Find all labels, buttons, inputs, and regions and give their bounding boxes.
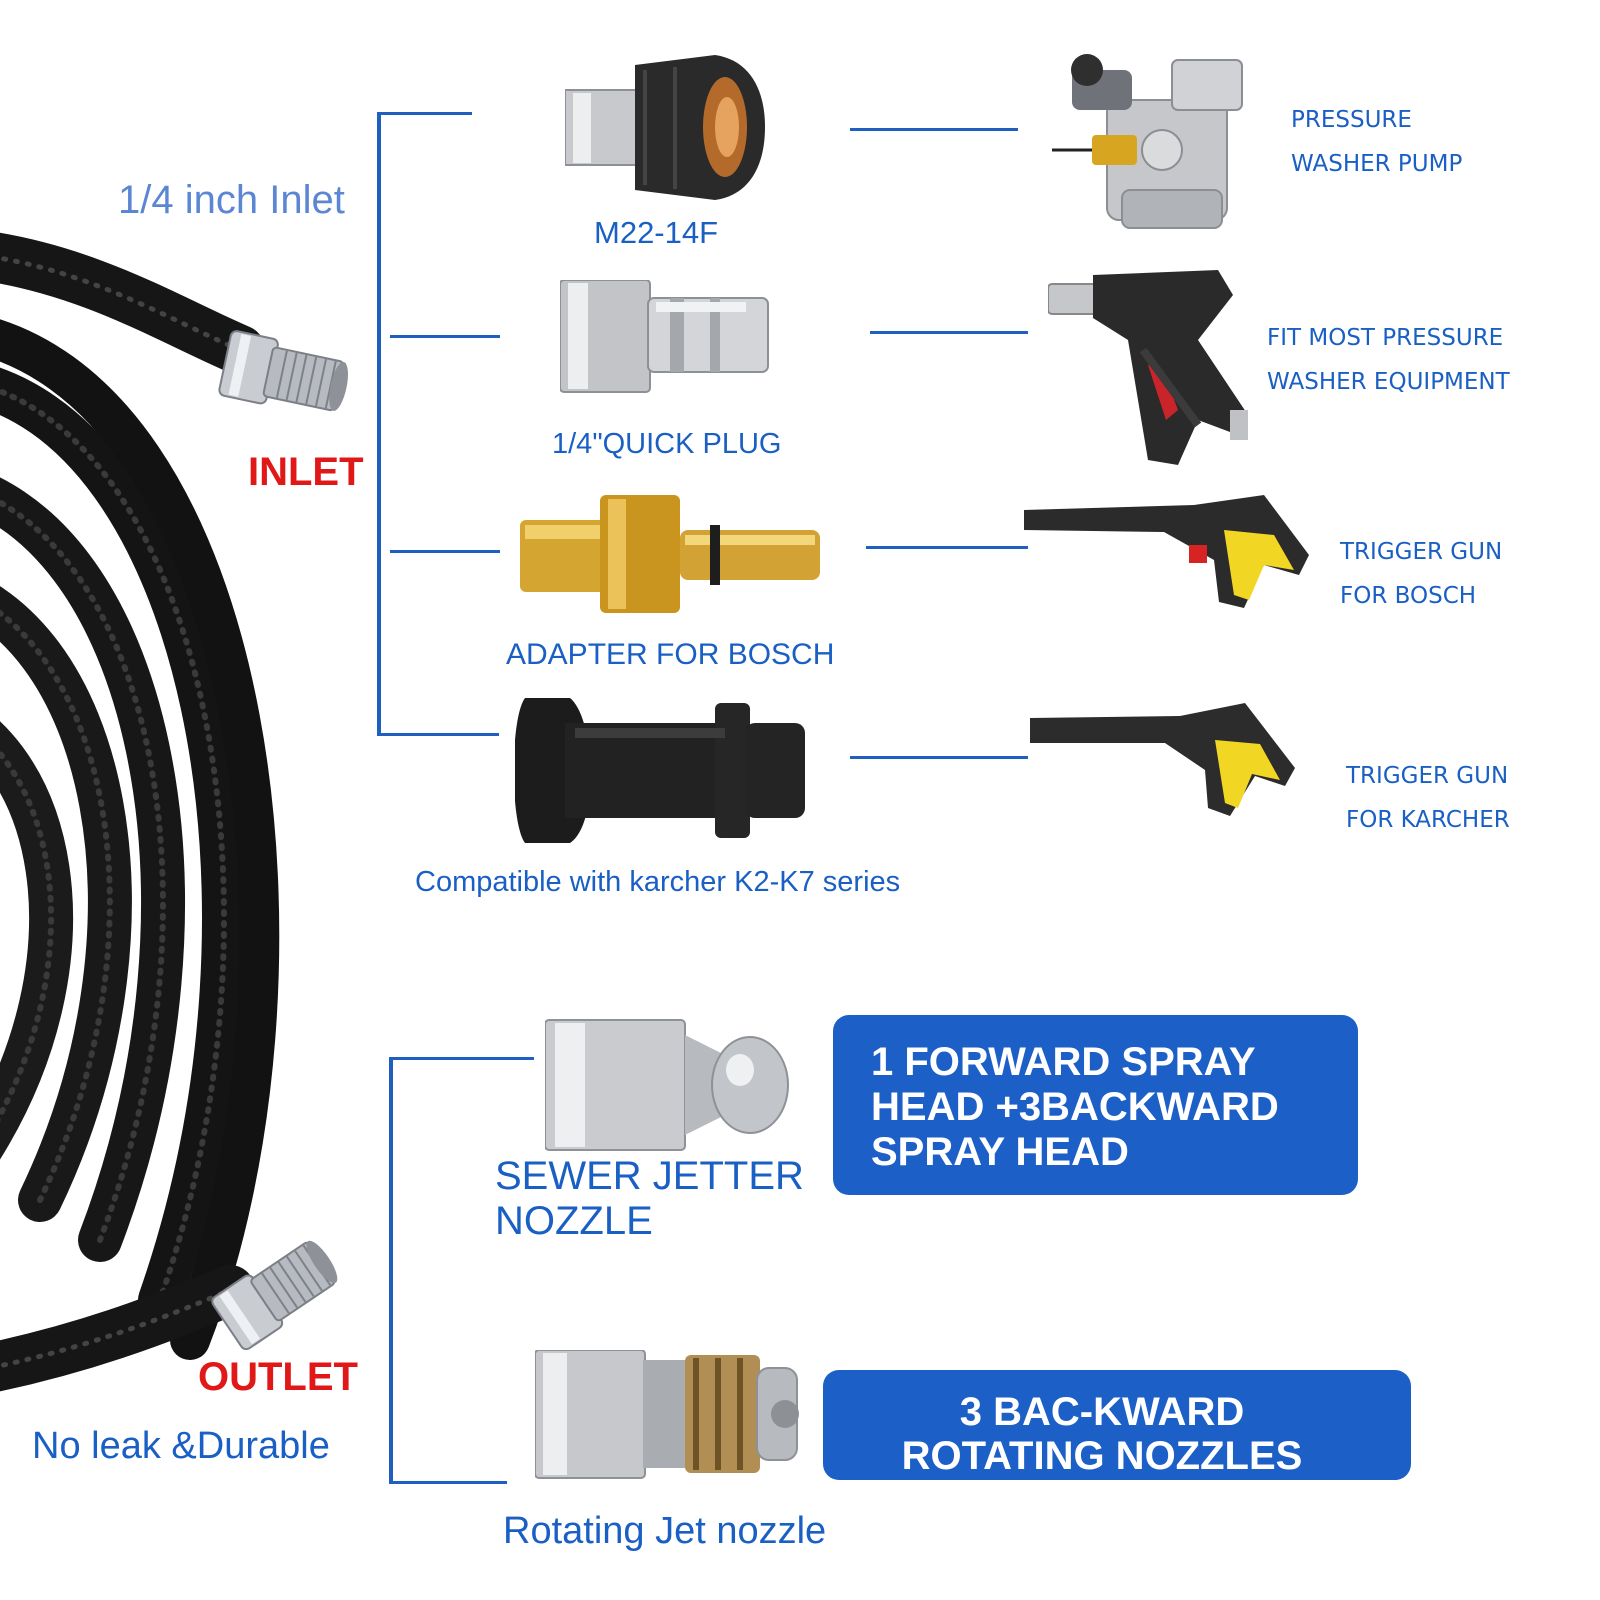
adapter-2-link [870,331,1028,334]
karcher-adapter-icon [515,698,805,843]
karcher-trigger-gun-icon [1030,703,1295,816]
nozzle-2-callout-line2: ROTATING NOZZLES [901,1434,1303,1478]
nozzle-1-callout-line2: HEAD +3BACKWARD [871,1085,1279,1129]
adapter-2-target-line1: FIT MOST PRESSURE [1267,325,1504,351]
spray-gun-icon [1048,270,1248,465]
nozzle-1-name-line1: SEWER JETTER [495,1154,804,1198]
outlet-label: OUTLET [198,1355,358,1399]
adapter-4-target-line2: FOR KARCHER [1346,807,1510,833]
adapter-2-name: 1/4"QUICK PLUG [552,428,782,460]
adapter-3-name: ADAPTER FOR BOSCH [506,638,835,671]
nozzle-2-callout-line1: 3 BAC-KWARD [959,1390,1245,1434]
bosch-trigger-gun-icon [1024,495,1309,608]
pressure-washer-pump-icon [1052,54,1243,229]
m22-14f-adapter-icon [565,55,765,200]
inlet-label: INLET [248,450,364,494]
nozzle-1-callout-line3: SPRAY HEAD [871,1130,1129,1174]
adapter-1-name: M22-14F [594,215,719,250]
rotating-jet-nozzle-icon [535,1350,799,1479]
inlet-bracket [377,113,381,735]
nozzle-1-name-line2: NOZZLE [495,1199,653,1243]
adapter-3-target-line1: TRIGGER GUN [1340,539,1503,565]
outlet-bracket [389,1058,393,1483]
inlet-branch-2 [390,335,500,338]
adapter-3-link [866,546,1028,549]
inlet-branch-3 [390,550,500,553]
outlet-branch-1 [389,1057,534,1060]
inlet-branch-1 [377,112,472,115]
adapter-1-target-line2: WASHER PUMP [1291,151,1463,177]
adapter-2-target-line2: WASHER EQUIPMENT [1267,369,1510,395]
adapter-1-target-line1: PRESSURE [1291,107,1412,133]
adapter-1-link [850,128,1018,131]
adapter-3-target-line2: FOR BOSCH [1340,583,1477,609]
inlet-size-label: 1/4 inch Inlet [118,178,345,222]
outlet-tagline: No leak &Durable [32,1425,330,1467]
nozzle-1-callout-line1: 1 FORWARD SPRAY [871,1040,1256,1084]
nozzle-1-callout: 1 FORWARD SPRAY HEAD +3BACKWARD SPRAY HE… [833,1015,1358,1195]
adapter-4-target-line1: TRIGGER GUN [1346,763,1509,789]
inlet-branch-4 [377,733,499,736]
outlet-branch-2 [389,1481,507,1484]
sewer-jetter-nozzle-icon [545,1019,789,1151]
adapter-4-name: Compatible with karcher K2-K7 series [415,866,901,898]
adapter-4-link [850,756,1028,759]
bosch-adapter-icon [520,495,820,613]
quick-plug-adapter-icon [560,280,769,393]
nozzle-2-callout: 3 BAC-KWARD ROTATING NOZZLES [823,1370,1411,1480]
nozzle-2-name: Rotating Jet nozzle [503,1510,827,1552]
